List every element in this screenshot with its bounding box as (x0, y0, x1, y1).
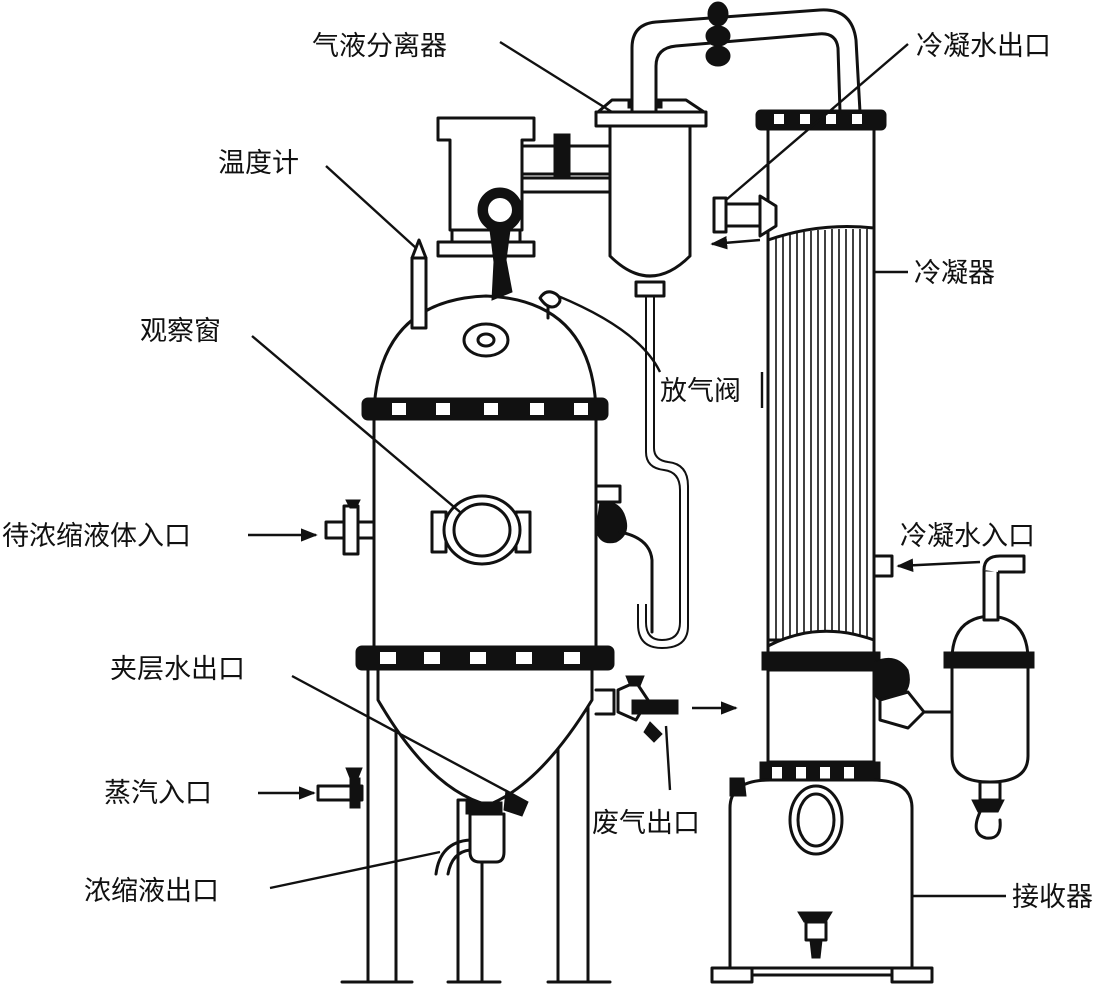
thermometer (410, 238, 428, 330)
leader-lines (251, 40, 1006, 898)
evaporator-vessel (316, 238, 679, 984)
gas-liquid-separator (608, 124, 692, 278)
label-jacket-water-outlet: 夹层水出口 (110, 654, 245, 685)
label-gas-liquid-separator: 气液分离器 (312, 31, 447, 62)
label-thermometer: 温度计 (218, 148, 299, 179)
label-vent-valve: 放气阀 (660, 376, 741, 407)
flow-arrows (248, 236, 981, 800)
small-flask (924, 554, 1035, 840)
label-feed-inlet: 待浓缩液体入口 (2, 521, 191, 552)
sight-window (430, 494, 532, 566)
receiver (710, 777, 934, 984)
label-condenser: 冷凝器 (914, 258, 995, 289)
feed-inlet-valve (324, 499, 376, 556)
steam-inlet-pipe (316, 767, 364, 809)
label-receiver: 接收器 (1012, 882, 1093, 913)
top-valve (705, 1, 731, 67)
concentrate-outlet-pipe (434, 789, 529, 876)
label-sight-window: 观察窗 (140, 316, 221, 347)
label-condensate-outlet: 冷凝水出口 (916, 31, 1051, 62)
side-nozzle (594, 484, 654, 716)
label-cooling-water-inlet: 冷凝水入口 (900, 521, 1035, 552)
separator-assembly (436, 1, 862, 650)
label-steam-inlet: 蒸汽入口 (104, 778, 212, 809)
condenser (712, 109, 926, 785)
exhaust-valve (616, 675, 679, 743)
condenser-tubes (775, 229, 868, 640)
label-exhaust-outlet: 废气出口 (592, 808, 700, 839)
label-concentrate-outlet: 浓缩液出口 (84, 876, 219, 907)
